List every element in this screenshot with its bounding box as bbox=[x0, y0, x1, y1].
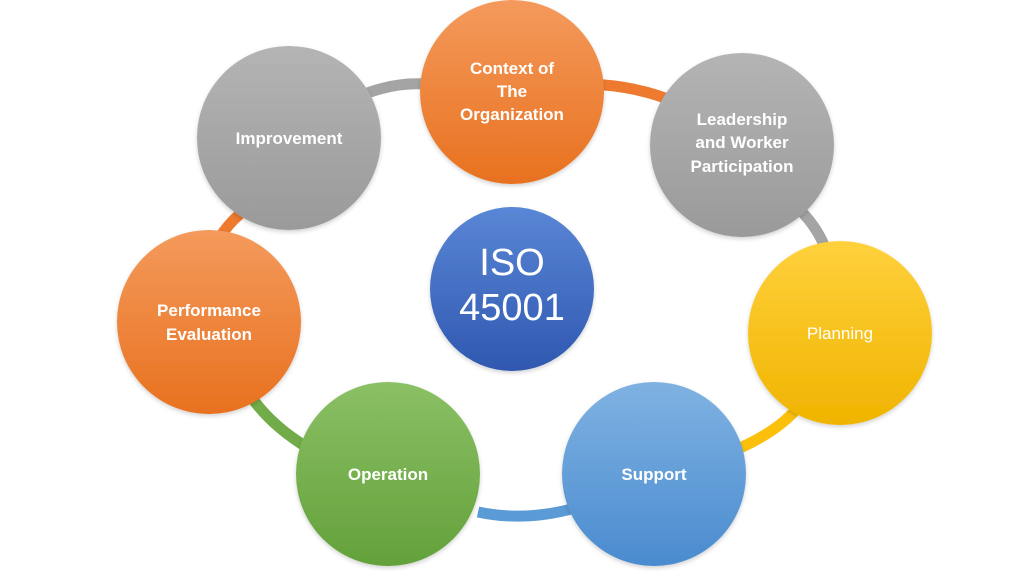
node-label-line: Operation bbox=[348, 465, 428, 484]
center-label-line-2: 45001 bbox=[459, 287, 565, 329]
node-label-line: Support bbox=[621, 465, 686, 484]
node-label-line: Participation bbox=[691, 157, 794, 176]
node-support: Support bbox=[562, 382, 746, 566]
center-label-line-1: ISO bbox=[479, 242, 544, 284]
node-circle bbox=[296, 382, 480, 566]
node-context-of-the-organization: Context of The Organization bbox=[420, 0, 604, 184]
node-circle bbox=[117, 230, 301, 414]
node-performance-evaluation: Performance Evaluation bbox=[117, 230, 301, 414]
node-label-line: and Worker bbox=[695, 133, 789, 152]
node-label-line: Improvement bbox=[236, 129, 343, 148]
node-label-line: Leadership bbox=[697, 110, 788, 129]
node-circle bbox=[650, 53, 834, 237]
node-label-line: Planning bbox=[807, 324, 873, 343]
node-circle bbox=[562, 382, 746, 566]
node-operation: Operation bbox=[296, 382, 480, 566]
connector-support-operation bbox=[476, 502, 577, 522]
node-circle bbox=[197, 46, 381, 230]
center-circle bbox=[430, 207, 594, 371]
node-label-line: Organization bbox=[460, 105, 564, 124]
center-node: ISO 45001 bbox=[430, 207, 594, 371]
connector-operation-performance bbox=[247, 394, 311, 453]
node-label-line: Evaluation bbox=[166, 325, 252, 344]
node-circle bbox=[420, 0, 604, 184]
node-label-line: The bbox=[497, 82, 527, 101]
node-circle bbox=[748, 241, 932, 425]
connector-planning-support bbox=[737, 401, 805, 454]
node-label-line: Context of bbox=[470, 59, 554, 78]
node-label-line: Performance bbox=[157, 301, 261, 320]
node-leadership-and-worker-participation: Leadership and Worker Participation bbox=[650, 53, 834, 237]
node-planning: Planning bbox=[748, 241, 932, 425]
node-improvement: Improvement bbox=[197, 46, 381, 230]
